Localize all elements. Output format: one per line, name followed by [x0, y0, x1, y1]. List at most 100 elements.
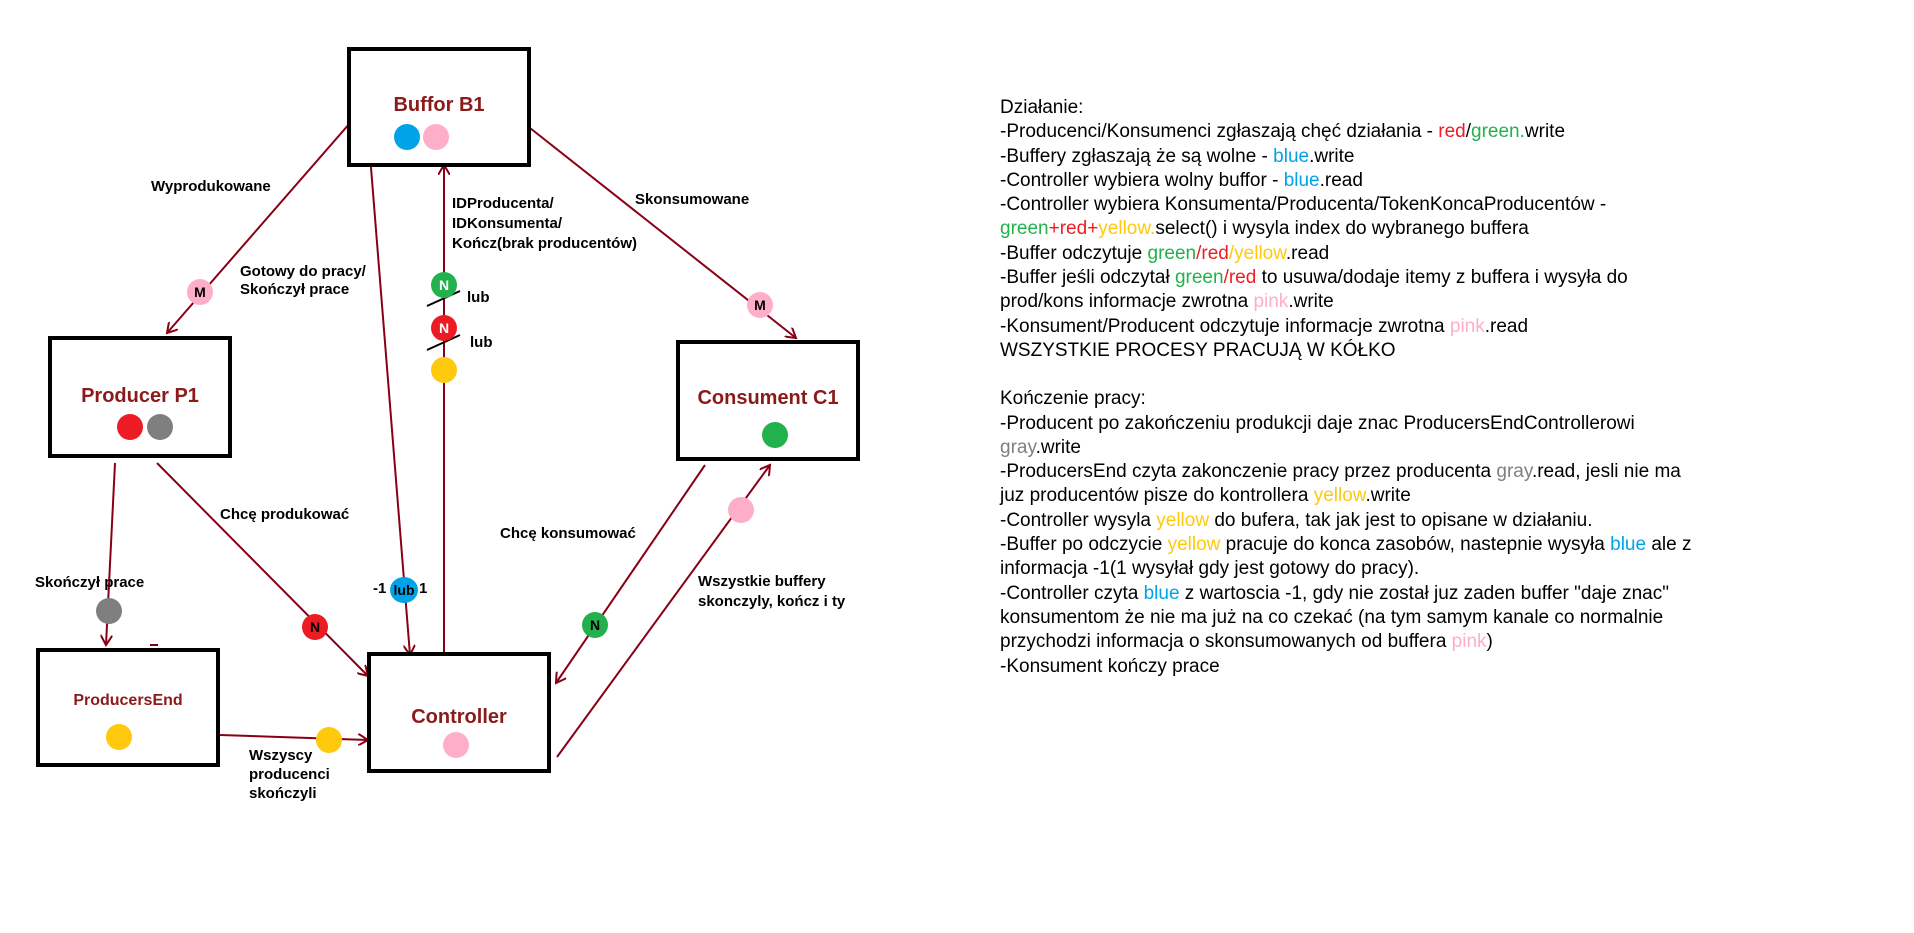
token-m-producer-edge: M: [187, 279, 213, 305]
edges-layer: [0, 122, 1000, 758]
producers-end-yellow-dot: [106, 724, 132, 750]
k6-blue: blue: [1610, 534, 1647, 556]
k4-write: .write: [1365, 485, 1411, 507]
d3-blue: blue: [1283, 169, 1320, 191]
k6-rest: ale z: [1646, 534, 1692, 556]
notes-k11: -Konsument kończy prace: [1000, 655, 1220, 677]
d1-text: -Producenci/Konsumenci zgłaszają chęć dz…: [1000, 121, 1439, 143]
k6-middle: pracuje do konca zasobów, nastepnie wysy…: [1220, 534, 1611, 556]
notes-k3: -ProducersEnd czyta zakonczenie pracy pr…: [1000, 460, 1800, 484]
notes-d1: -Producenci/Konsumenci zgłaszają chęć dz…: [1000, 120, 1800, 144]
token-yellow-finish: [431, 357, 457, 383]
label-minus-one: -1: [373, 580, 387, 597]
notes-d4: -Controller wybiera Konsumenta/Producent…: [1000, 194, 1607, 216]
separator-red-yellow: [426, 334, 461, 351]
k10-pink: pink: [1451, 631, 1487, 653]
notes-d6: -Buffer odczytuje green/red/yellow.read: [1000, 242, 1800, 266]
d8-pink: pink: [1253, 291, 1289, 313]
notes-d8: prod/kons informacje zwrotna pink.write: [1000, 290, 1800, 314]
k3-gray: gray: [1496, 461, 1532, 483]
d6-red: red: [1201, 242, 1229, 264]
separator-green-red: [426, 290, 461, 307]
d3-read: .read: [1319, 169, 1363, 191]
buffer-pink-dot: [423, 124, 449, 150]
d9-text: -Konsument/Producent odczytuje informacj…: [1000, 315, 1450, 337]
buffer-blue-dot: [394, 124, 420, 150]
buffer-node: Buffor B1: [347, 47, 531, 167]
d1-write: write: [1524, 121, 1566, 143]
edge-consumer-controller: [556, 464, 706, 683]
token-n-red: N: [431, 315, 457, 341]
d7-green: green: [1174, 267, 1224, 289]
notes-konczenie-title: Kończenie pracy:: [1000, 388, 1146, 410]
k8-text: -Controller czyta: [1000, 582, 1144, 604]
token-gray-finish: [96, 598, 122, 624]
k10-text: przychodzi informacja o skonsumowanych o…: [1000, 631, 1452, 653]
notes-panel: Działanie: -Producenci/Konsumenci zgłasz…: [1000, 96, 1800, 679]
d5-red: red: [1059, 218, 1088, 240]
d5-plus-2: +: [1087, 218, 1099, 240]
d8-write: .write: [1288, 291, 1334, 313]
controller-title: Controller: [411, 706, 507, 728]
label-wszystkie-1: Wszystkie buffery: [698, 573, 826, 590]
d6-slash-1: /: [1196, 242, 1202, 264]
consumer-node: Consument C1: [676, 340, 860, 461]
label-id-3: Kończ(brak producentów): [452, 235, 638, 252]
k6-text: -Buffer po odczycie: [1000, 534, 1168, 556]
d2-blue: blue: [1273, 145, 1310, 167]
d6-read: .read: [1285, 242, 1330, 264]
consumer-green-dot: [762, 422, 788, 448]
label-chce-produkowac: Chcę produkować: [220, 506, 350, 523]
token-pink-return: [728, 497, 754, 523]
consumer-title: Consument C1: [697, 387, 839, 409]
notes-dzialanie-title: Działanie:: [1000, 97, 1084, 118]
label-lub-2: lub: [470, 334, 493, 351]
notes-k9: konsumentom że nie ma już na co czekać (…: [1000, 606, 1664, 628]
label-skonsumowane: Skonsumowane: [635, 191, 750, 208]
d5-plus-1: +: [1048, 218, 1060, 240]
buffer-title: Buffor B1: [393, 94, 485, 116]
k6-yellow: yellow: [1167, 534, 1221, 556]
d6-text: -Buffer odczytuje: [1000, 242, 1148, 264]
notes-d2: -Buffery zgłaszają że są wolne - blue.wr…: [1000, 145, 1800, 169]
d6-green: green: [1147, 242, 1197, 264]
notes-k4: juz producentów pisze do kontrollera yel…: [1000, 484, 1800, 508]
d5-green: green: [1000, 218, 1049, 240]
d5-yellow: yellow.: [1098, 218, 1156, 240]
d7-text: -Buffer jeśli odczytał: [1000, 267, 1175, 289]
token-n-producer-edge: N: [302, 614, 328, 640]
label-one: 1: [419, 580, 428, 597]
k4-yellow: yellow: [1313, 485, 1366, 507]
controller-node: Controller: [367, 652, 551, 773]
producer-node: Producer P1: [48, 336, 232, 458]
label-chce-konsumowac: Chcę konsumować: [500, 525, 636, 542]
d1-slash: /: [1465, 121, 1472, 143]
controller-pink-dot: [443, 732, 469, 758]
d8-text: prod/kons informacje zwrotna: [1000, 291, 1254, 313]
notes-k10: przychodzi informacja o skonsumowanych o…: [1000, 630, 1800, 654]
token-m-consumer-edge: M: [747, 292, 773, 318]
k3-text: -ProducersEnd czyta zakonczenie pracy pr…: [1000, 461, 1497, 483]
token-yellow-producersend: [316, 727, 342, 753]
k4-text: juz producentów pisze do kontrollera: [1000, 485, 1314, 507]
label-gotowy-1: Gotowy do pracy/: [240, 263, 366, 280]
label-id-1: IDProducenta/: [452, 195, 554, 212]
d2-text: -Buffery zgłaszają że są wolne -: [1000, 145, 1274, 167]
d3-text: -Controller wybiera wolny buffor -: [1000, 169, 1284, 191]
producer-title: Producer P1: [81, 385, 199, 407]
edge-buffer-controller: [367, 129, 410, 655]
notes-k7: informacja -1(1 wysyłał gdy jest gotowy …: [1000, 558, 1420, 580]
notes-k5: -Controller wysyla yellow do bufera, tak…: [1000, 509, 1800, 533]
d6-slash-2: /: [1228, 242, 1235, 264]
label-wszyscy-1: Wszyscy: [249, 747, 313, 764]
label-id-2: IDKonsumenta/: [452, 215, 563, 232]
notes-gap: [1000, 363, 1800, 387]
d5-text: select() i wysyla index do wybranego buf…: [1155, 218, 1529, 240]
notes-d9: -Konsument/Producent odczytuje informacj…: [1000, 315, 1800, 339]
d9-read: .read: [1484, 315, 1529, 337]
notes-d3: -Controller wybiera wolny buffor - blue.…: [1000, 169, 1800, 193]
producer-gray-dot: [147, 414, 173, 440]
notes-d7: -Buffer jeśli odczytał green/red to usuw…: [1000, 266, 1800, 290]
label-wszystkie-2: skonczyly, kończ i ty: [698, 593, 846, 610]
